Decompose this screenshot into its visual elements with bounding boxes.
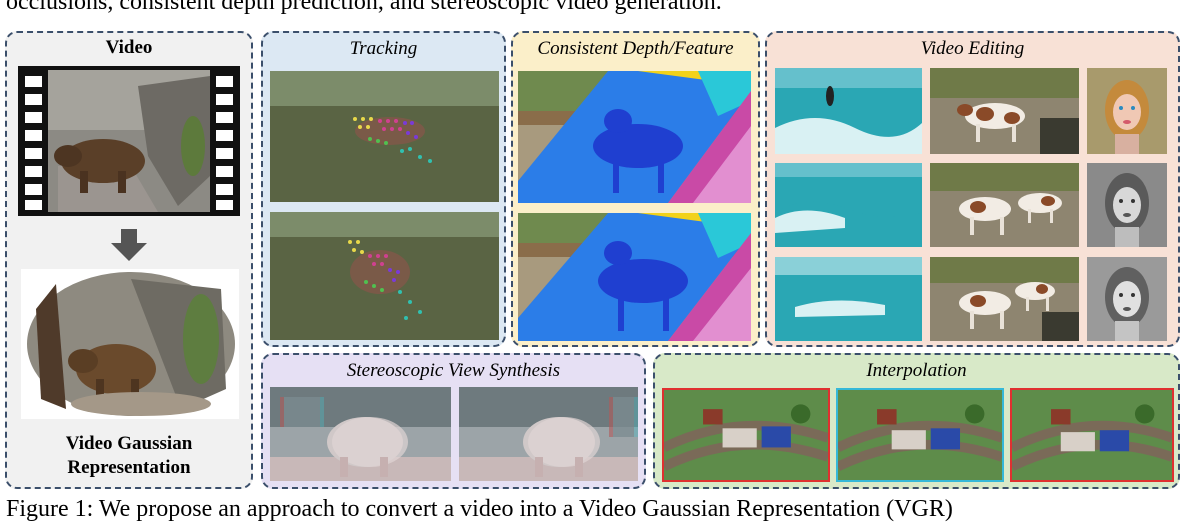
stereo-title: Stereoscopic View Synthesis — [346, 360, 561, 381]
video-editing-panel: Video Editing — [765, 31, 1180, 347]
tracking-panel: Tracking — [261, 31, 506, 347]
figure-preceding-text: occlusions, consistent depth prediction,… — [6, 0, 722, 15]
vgr-label-line2: Representation — [67, 457, 191, 478]
interp-frame-3 — [1010, 388, 1174, 482]
edit-surf-original — [775, 68, 922, 154]
interp-frame-2 — [836, 388, 1004, 482]
tracking-frame-1 — [270, 71, 499, 202]
edit-portrait-sketch-1 — [1087, 163, 1167, 247]
gaussian-representation-image — [21, 269, 239, 419]
edit-portrait-sketch-2 — [1087, 257, 1167, 341]
depth-frame-2 — [518, 213, 751, 341]
video-title: Video — [105, 37, 153, 58]
edit-cow-edit-1 — [930, 163, 1079, 247]
depth-panel: Consistent Depth/Feature — [511, 31, 760, 347]
video-film-strip — [18, 66, 240, 216]
figure-caption: Figure 1: We propose an approach to conv… — [6, 496, 953, 522]
edit-surf-edit-1 — [775, 163, 922, 247]
vgr-label-line1: Video Gaussian — [65, 433, 193, 454]
video-editing-title: Video Editing — [920, 38, 1025, 59]
stereo-frame-2 — [459, 387, 638, 481]
stereo-frame-1 — [270, 387, 451, 481]
edit-surf-edit-2 — [775, 257, 922, 341]
edit-cow-original — [930, 68, 1079, 154]
stereo-panel: Stereoscopic View Synthesis — [261, 353, 646, 489]
down-arrow-icon — [111, 229, 147, 261]
edit-portrait-original — [1087, 68, 1167, 154]
interpolation-title: Interpolation — [866, 360, 967, 381]
depth-frame-1 — [518, 71, 751, 203]
depth-title: Consistent Depth/Feature — [537, 38, 734, 59]
interpolation-panel: Interpolation — [653, 353, 1180, 489]
interp-frame-1 — [662, 388, 830, 482]
video-panel: Video — [5, 31, 253, 489]
tracking-title: Tracking — [349, 38, 418, 59]
tracking-frame-2 — [270, 212, 499, 340]
edit-cow-edit-2 — [930, 257, 1079, 341]
